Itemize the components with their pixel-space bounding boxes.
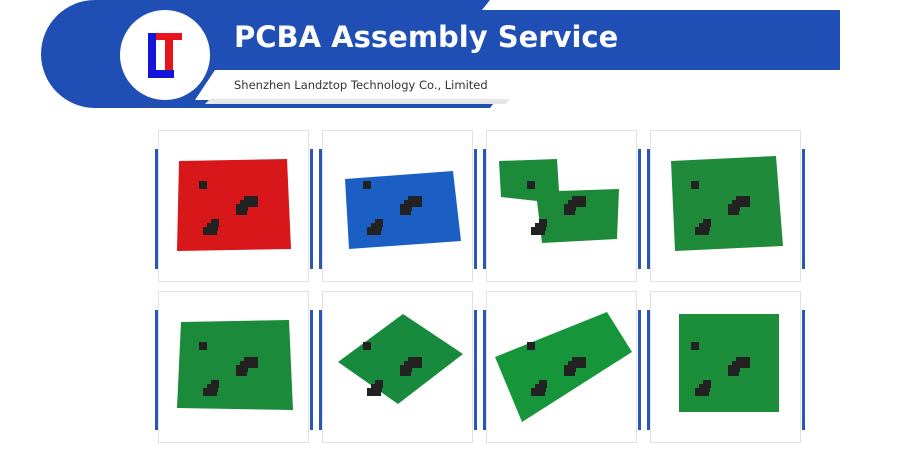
product-card[interactable] <box>483 291 641 443</box>
pcb-board-image <box>679 314 779 412</box>
accent-bar <box>474 149 477 269</box>
accent-bar <box>483 310 486 430</box>
product-card[interactable] <box>647 130 805 282</box>
accent-bar <box>647 310 650 430</box>
pcb-board-image <box>495 312 632 422</box>
product-card[interactable] <box>155 130 313 282</box>
accent-bar <box>802 310 805 430</box>
pcb-board-image <box>177 159 291 251</box>
accent-bar <box>474 310 477 430</box>
accent-bar <box>319 149 322 269</box>
pcb-board-image <box>345 171 461 249</box>
banner-shape <box>41 0 840 108</box>
accent-bar <box>638 149 641 269</box>
accent-bar <box>319 310 322 430</box>
accent-bar <box>155 149 158 269</box>
accent-bar <box>802 149 805 269</box>
accent-bar <box>155 310 158 430</box>
header-banner: PCBA Assembly Service Shenzhen Landztop … <box>0 0 920 115</box>
pcb-board-image <box>671 156 783 251</box>
pcb-board-image <box>177 320 293 410</box>
product-card[interactable] <box>155 291 313 443</box>
accent-bar <box>310 310 313 430</box>
product-card[interactable] <box>319 130 477 282</box>
company-name: Shenzhen Landztop Technology Co., Limite… <box>234 78 488 92</box>
pcb-board-image <box>338 314 463 404</box>
pcb-board-image <box>499 159 619 243</box>
accent-bar <box>638 310 641 430</box>
accent-bar <box>310 149 313 269</box>
product-card[interactable] <box>647 291 805 443</box>
company-logo <box>148 33 182 78</box>
product-card[interactable] <box>483 130 641 282</box>
product-card[interactable] <box>319 291 477 443</box>
accent-bar <box>647 149 650 269</box>
accent-bar <box>483 149 486 269</box>
page-title: PCBA Assembly Service <box>234 20 619 54</box>
